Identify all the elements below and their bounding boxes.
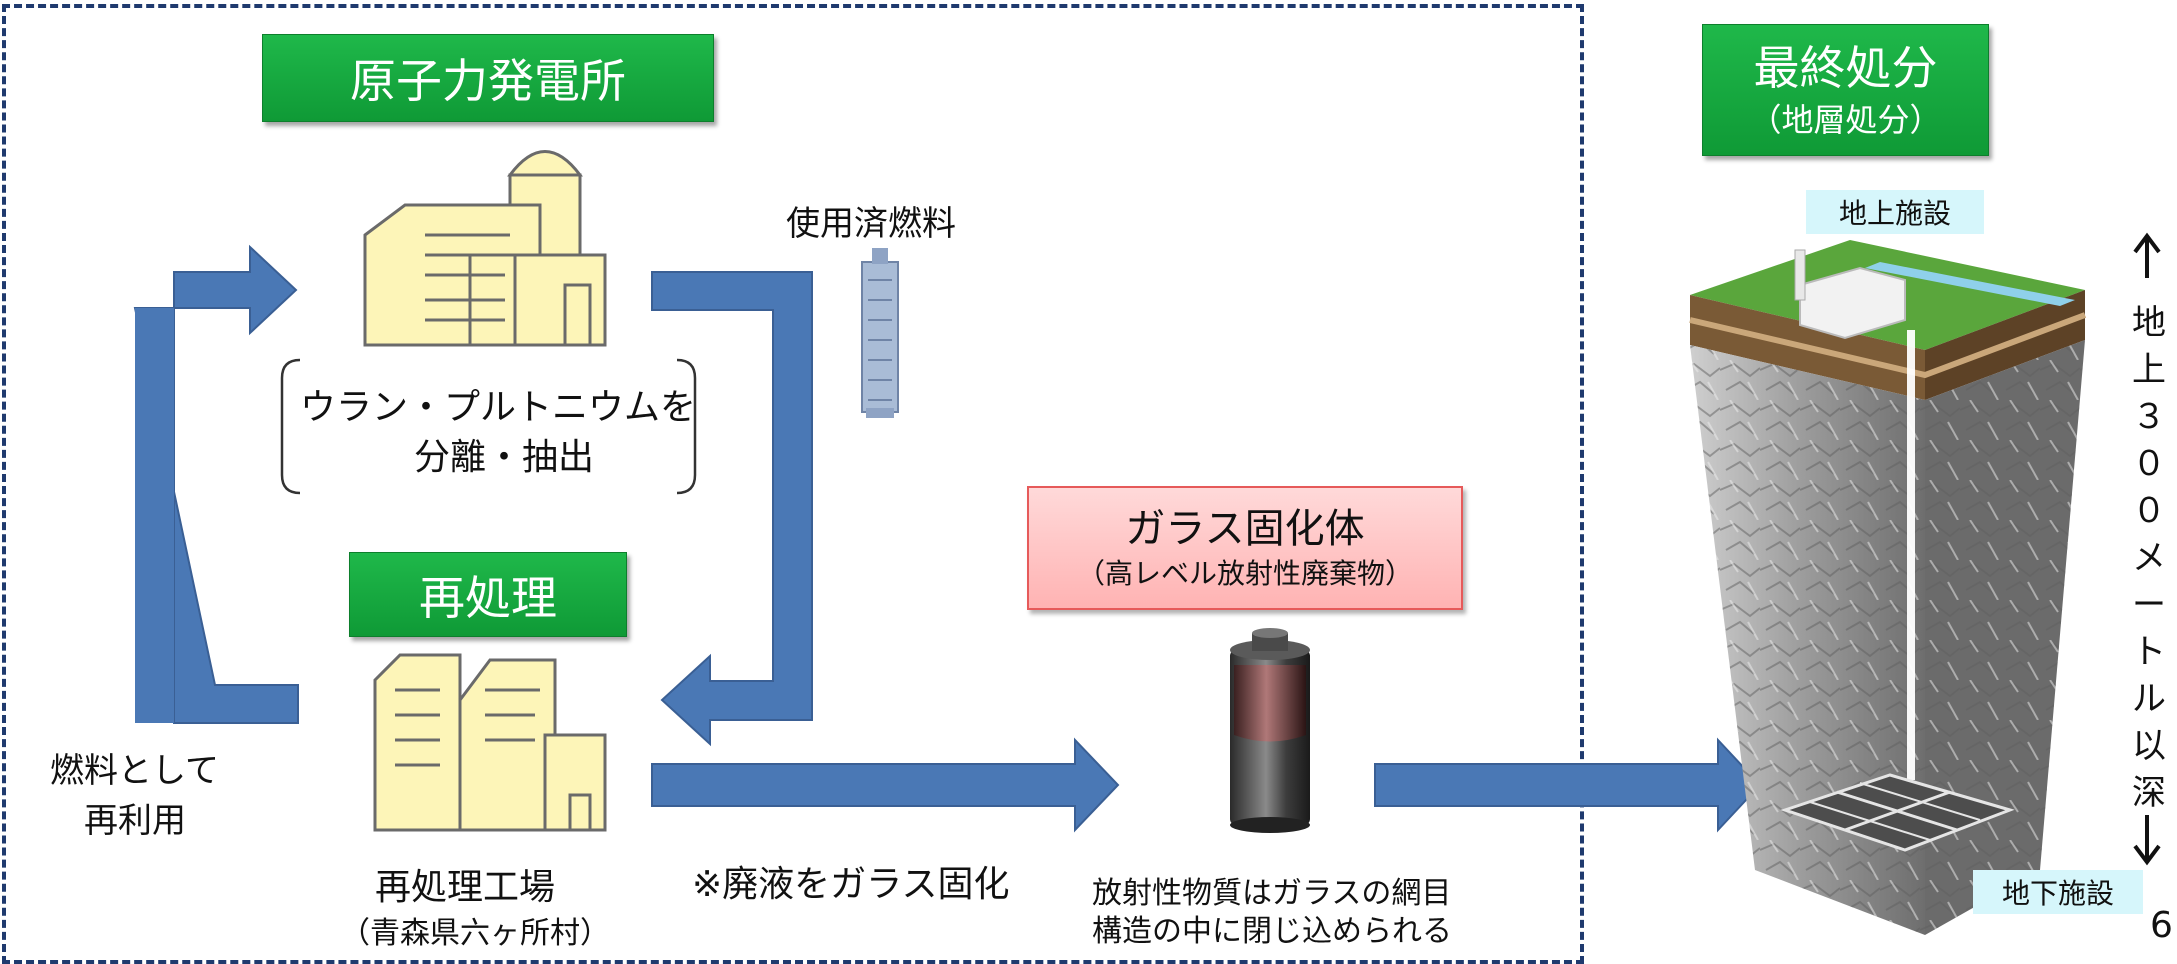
surface-facility-label: 地上施設: [1806, 190, 1984, 234]
process-text-line1: ウラン・プルトニウムを: [300, 387, 697, 428]
depth-char: ０: [2132, 444, 2166, 484]
disposal-title-box: 最終処分 （地層処分）: [1702, 24, 1989, 156]
reprocessing-title-text: 再処理: [419, 570, 557, 625]
depth-char: ー: [2132, 585, 2166, 625]
underground-facility-text: 地下施設: [2001, 877, 2114, 910]
vitrified-title: ガラス固化体: [1125, 506, 1365, 552]
reprocessing-plant-name: 再処理工場: [375, 867, 556, 908]
vitrified-desc-line1: 放射性物質はガラスの網目: [1092, 876, 1452, 911]
spent-fuel-label: 使用済燃料: [786, 204, 956, 244]
reuse-loop-arrow: [133, 244, 299, 724]
spent-fuel-assembly-icon: [861, 248, 899, 418]
depth-char: 地: [2132, 303, 2166, 343]
surface-facility-text: 地上施設: [1838, 197, 1951, 230]
reuse-loop-arm: [135, 308, 174, 723]
disposal-title: 最終処分: [1753, 41, 1938, 95]
depth-char: ３: [2132, 397, 2166, 437]
depth-char: 深: [2132, 773, 2166, 813]
to-disposal-arrow: [1374, 737, 1762, 833]
depth-char: ル: [2132, 679, 2166, 719]
vitrified-desc-line2: 構造の中に閉じ込められる: [1092, 914, 1452, 949]
nuclear-plant-title: 原子力発電所: [262, 34, 714, 122]
process-text-line2: 分離・抽出: [414, 437, 595, 478]
nuclear-plant-title-text: 原子力発電所: [350, 54, 626, 108]
reuse-line1: 燃料として: [50, 751, 219, 791]
depth-char: 上: [2132, 350, 2166, 390]
vitrified-subtitle: （高レベル放射性廃棄物）: [1076, 557, 1413, 590]
to-vitrification-arrow: [651, 737, 1120, 833]
depth-char: ト: [2132, 632, 2166, 672]
depth-arrows: [2133, 232, 2161, 866]
vitrified-title-box: ガラス固化体 （高レベル放射性廃棄物）: [1027, 486, 1463, 610]
reprocessing-plant-building-icon: [373, 653, 607, 832]
depth-char: メ: [2132, 538, 2166, 578]
nuclear-plant-building-icon: [363, 150, 607, 347]
process-brackets: [280, 358, 697, 495]
depth-char: 以: [2132, 726, 2166, 766]
reprocessing-title: 再処理: [349, 552, 627, 637]
to-reprocessing-arrow: [651, 271, 813, 747]
vitrified-canister-icon: [1230, 628, 1310, 833]
vitrification-note: ※廃液をガラス固化: [692, 864, 1010, 905]
disposal-subtitle: （地層処分）: [1749, 101, 1942, 139]
depth-char: ０: [2132, 491, 2166, 531]
page-number: 6: [2150, 905, 2173, 946]
underground-facility-label: 地下施設: [1973, 870, 2143, 914]
geological-disposal-block-icon: [1689, 240, 2087, 935]
reuse-line2: 再利用: [84, 801, 186, 841]
depth-label: 地 上 ３ ０ ０ メ ー ト ル 以 深: [2124, 300, 2174, 817]
reprocessing-plant-location: （青森県六ヶ所村）: [340, 916, 610, 951]
